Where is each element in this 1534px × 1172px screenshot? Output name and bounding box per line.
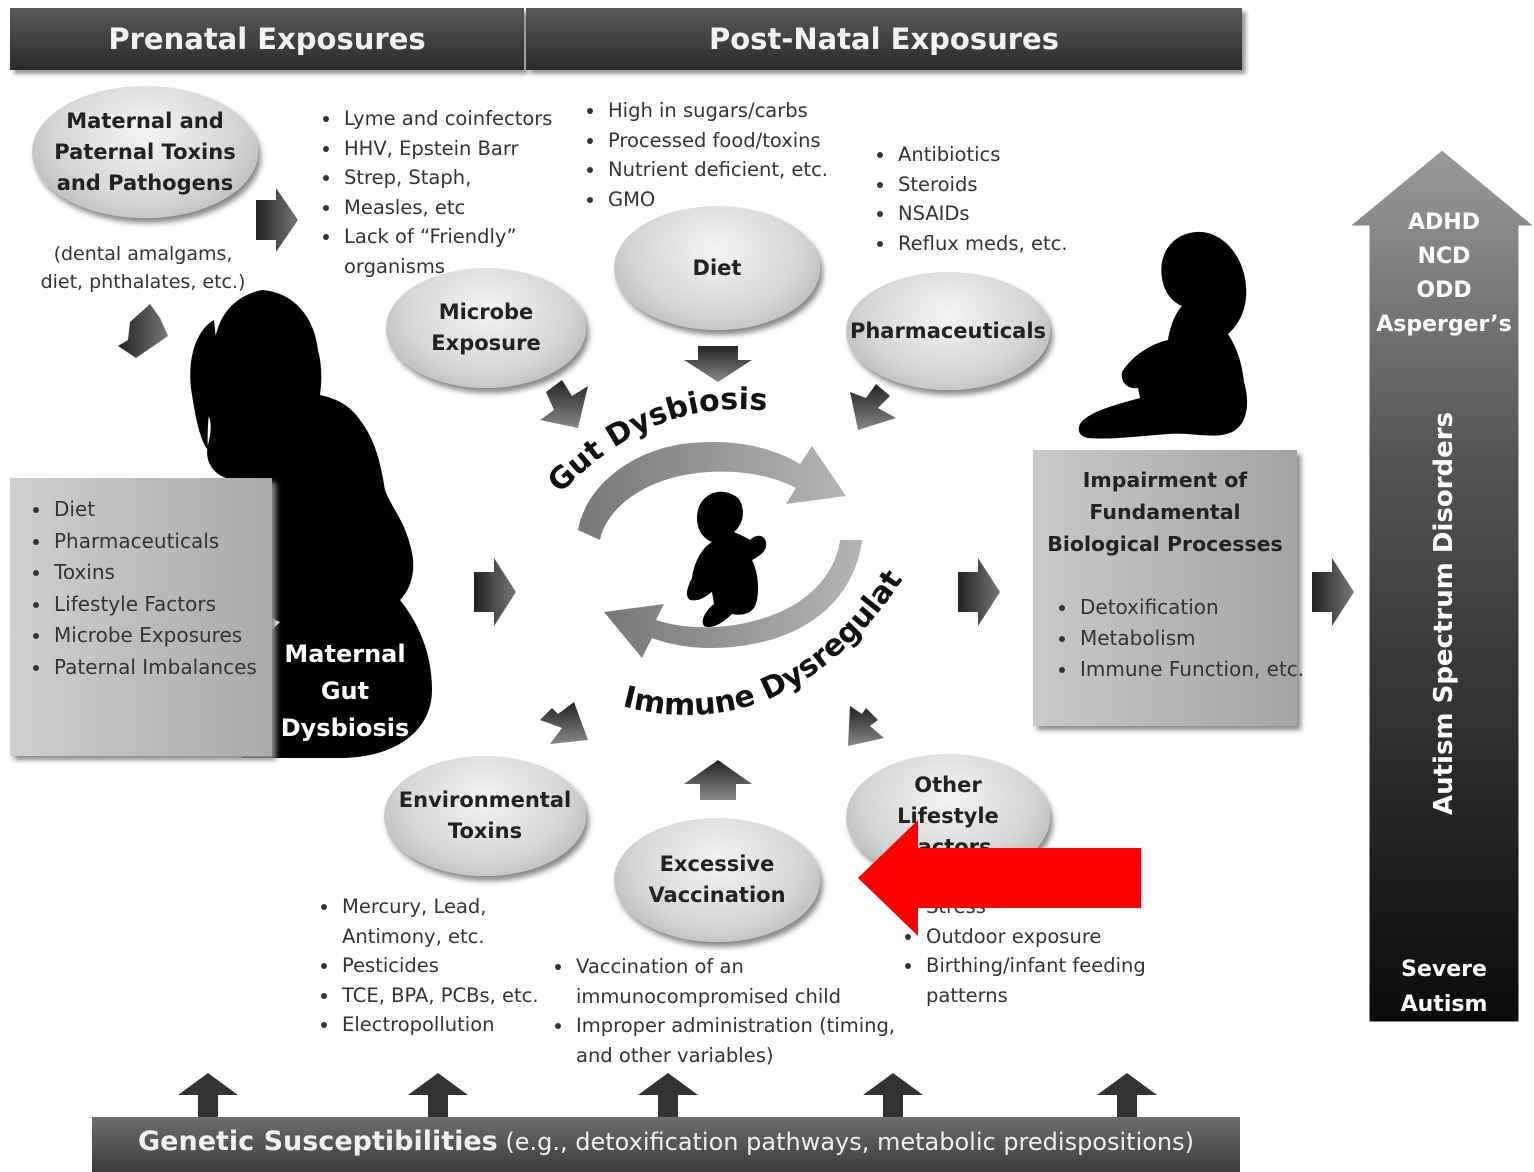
maternal-factors-box — [10, 478, 272, 756]
vaccination-list: Vaccination of an immunocompromised chil… — [544, 952, 934, 1070]
maternal-factors-list: Diet Pharmaceuticals Toxins Lifestyle Fa… — [22, 494, 282, 683]
ponytail — [190, 320, 218, 450]
environmental-toxins-list: Mercury, Lead, Antimony, etc. Pesticides… — [310, 892, 570, 1040]
impairment-list: Detoxification Metabolism Immune Functio… — [1048, 592, 1318, 685]
genetic-susceptibilities-label: Genetic Susceptibilities (e.g., detoxifi… — [138, 1126, 1194, 1157]
environmental-toxins-oval: Environmental Toxins — [384, 756, 586, 876]
microbe-exposure-oval: Microbe Exposure — [386, 268, 586, 388]
spectrum-top-labels: ADHD NCD ODD Asperger’s — [1376, 210, 1512, 337]
pharma-list: Antibiotics Steroids NSAIDs Reflux meds,… — [866, 140, 1126, 258]
lifestyle-list: Stress Outdoor exposure Birthing/infant … — [894, 892, 1194, 1010]
pharmaceuticals-oval: Pharmaceuticals — [846, 272, 1050, 390]
other-lifestyle-oval: Other Lifestyle Factors — [846, 754, 1050, 880]
pregnant-woman-silhouette — [196, 290, 432, 758]
prenatal-header: Prenatal Exposures — [10, 8, 524, 70]
spectrum-bar — [1348, 149, 1534, 1023]
maternal-toxins-note: (dental amalgams, diet, phthalates, etc.… — [40, 243, 246, 293]
impairment-title: Impairment of Fundamental Biological Pro… — [1047, 468, 1283, 556]
postnatal-header: Post-Natal Exposures — [526, 8, 1242, 70]
genetic-bar — [92, 1117, 1240, 1172]
flow-arrows-vertical — [540, 346, 896, 800]
excessive-vaccination-oval: Excessive Vaccination — [614, 818, 820, 942]
diet-oval: Diet — [614, 206, 820, 330]
spectrum-bottom-labels: Severe Autism — [1400, 957, 1488, 1017]
cycle-arrows-icon — [578, 442, 862, 658]
diet-list: High in sugars/carbs Processed food/toxi… — [576, 96, 886, 214]
maternal-gut-dysbiosis-label: Maternal Gut Dysbiosis — [280, 640, 410, 742]
flow-arrows — [118, 188, 1354, 626]
center-baby-silhouette — [686, 491, 767, 628]
maternal-toxins-oval: Maternal and Paternal Toxins and Pathoge… — [32, 86, 258, 218]
microbe-list: Lyme and coinfectors HHV, Epstein Barr S… — [312, 104, 592, 281]
gut-dysbiosis-label: Gut Dysbiosis — [541, 382, 769, 500]
genetic-up-arrows — [178, 1073, 1157, 1117]
sitting-baby-silhouette — [1078, 231, 1248, 439]
impairment-box — [1033, 450, 1297, 726]
